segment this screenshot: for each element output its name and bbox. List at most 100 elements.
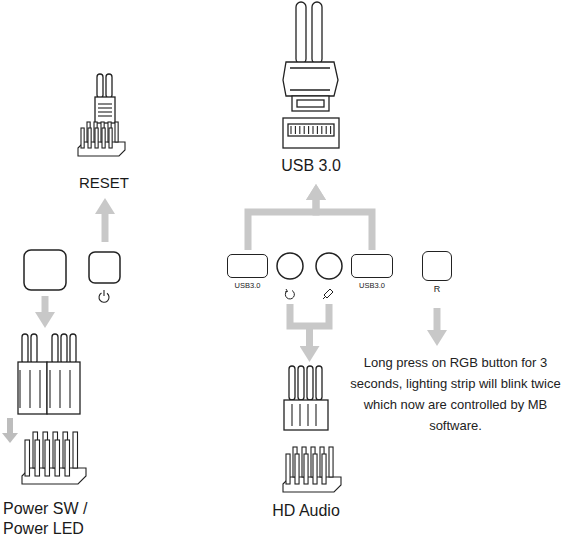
connector-drawing <box>290 68 330 90</box>
instruction-note: Long press on RGB button for 3 seconds, … <box>343 352 568 436</box>
header-pins <box>20 104 341 492</box>
header-base <box>22 468 86 484</box>
connector-drawing <box>284 400 328 430</box>
connector-drawing <box>288 124 334 136</box>
connector-drawing <box>312 2 322 64</box>
header-pin <box>25 440 30 476</box>
port-box: USB3.0 <box>351 254 393 290</box>
socket-pin <box>317 126 318 134</box>
plug-rib <box>29 370 30 408</box>
connector-drawing <box>18 2 339 430</box>
port-box: USB3.0 <box>227 254 268 290</box>
gray-arrow <box>306 326 313 346</box>
header-pin <box>55 440 60 476</box>
port-label: USB3.0 <box>351 281 393 290</box>
connector-drawing <box>31 334 37 364</box>
button-outline <box>351 254 393 278</box>
header-pin <box>65 440 70 476</box>
gray-arrow <box>248 200 316 250</box>
plug-rib <box>69 370 70 408</box>
socket-pin <box>330 126 331 134</box>
connector-drawing <box>296 2 306 64</box>
connector-drawing <box>47 362 80 414</box>
connector-drawing <box>70 334 76 364</box>
plug-rib <box>19 370 20 408</box>
mic-icon <box>323 297 325 299</box>
connector-drawing <box>97 74 103 98</box>
header-pin <box>35 440 40 476</box>
socket-pin <box>326 126 327 134</box>
mic-icon <box>323 289 333 299</box>
socket-pin <box>312 126 313 134</box>
port-label: R <box>422 284 452 295</box>
gray-arrow <box>45 214 437 346</box>
port-label: USB3.0 <box>227 281 268 290</box>
plug-rib <box>39 370 40 408</box>
connector-drawing <box>289 366 295 400</box>
power-button <box>24 250 66 290</box>
gray-arrow <box>434 308 441 330</box>
gray-arrow <box>290 304 329 326</box>
power-button <box>24 250 66 290</box>
connector-drawing <box>297 100 324 107</box>
audio-jack <box>277 253 342 279</box>
audio-jack <box>277 253 303 279</box>
header-pin <box>95 128 98 148</box>
connector-label: Power SW / Power LED <box>3 499 115 539</box>
connector-name: Power SW / Power LED <box>3 499 115 539</box>
socket-pin <box>321 126 322 134</box>
header-pin <box>45 440 50 476</box>
header-pin <box>88 128 91 148</box>
connector-drawing <box>61 334 67 364</box>
header-pin <box>304 454 308 484</box>
header-base <box>283 477 341 492</box>
plug-rib <box>59 370 60 408</box>
header-pin <box>322 454 326 484</box>
small-arrow <box>2 418 18 443</box>
connector-drawing <box>22 334 28 364</box>
plug-rib <box>98 103 112 104</box>
socket-pin <box>299 126 300 134</box>
plug-rib <box>291 404 292 426</box>
rgb-button: R <box>422 251 452 295</box>
header-pin <box>109 128 112 148</box>
plug-rib <box>315 404 316 426</box>
connector-drawing <box>292 96 329 111</box>
connector-drawing <box>18 362 47 414</box>
connector-label: HD Audio <box>272 501 340 521</box>
socket-pin <box>290 126 291 134</box>
connector-drawing <box>298 366 304 400</box>
button-outline <box>422 251 452 281</box>
reset-button <box>89 252 120 283</box>
header-pin <box>115 122 118 142</box>
connector-name: RESET <box>79 174 129 193</box>
gray-arrow <box>316 200 372 250</box>
connector-drawing <box>52 334 58 364</box>
audio-jack <box>316 253 342 279</box>
plug-rib <box>98 111 112 112</box>
headphone-icon <box>285 289 288 292</box>
plug-rib <box>98 107 112 108</box>
plug-rib <box>307 404 308 426</box>
plug-rib <box>299 404 300 426</box>
connector-drawing <box>95 97 115 123</box>
reset-button <box>89 252 120 283</box>
reset-icon <box>99 290 109 302</box>
gray-arrow <box>102 214 109 242</box>
header-pin <box>81 128 84 148</box>
header-pin <box>313 454 317 484</box>
header-pin <box>73 432 78 468</box>
gray-arrow <box>42 296 49 312</box>
headphone-icon <box>285 289 294 299</box>
header-pin <box>329 447 333 477</box>
header-pin <box>295 454 299 484</box>
connector-label: USB 3.0 <box>281 156 341 176</box>
connector-name: USB 3.0 <box>281 156 341 176</box>
socket-pin <box>295 126 296 134</box>
connector-drawing <box>106 74 112 98</box>
plug-rib <box>98 115 112 116</box>
header-pin <box>286 454 290 484</box>
connector-label: RESET <box>79 174 129 193</box>
